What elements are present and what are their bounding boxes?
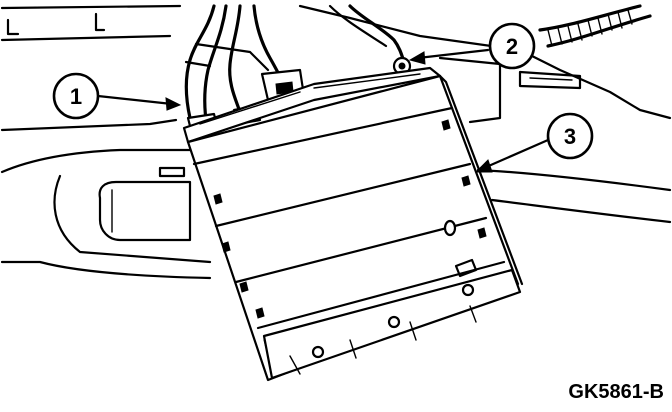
audio-unit	[182, 66, 524, 382]
antenna-cable	[328, 4, 412, 76]
callout-2-label: 2	[506, 34, 518, 59]
figure-id: GK5861-B	[568, 381, 664, 403]
callout-leaders	[96, 48, 550, 173]
callout-1-label: 1	[70, 84, 82, 109]
callout-1: 1	[52, 72, 100, 120]
callout-2: 2	[488, 22, 536, 70]
callout-3: 3	[546, 112, 594, 160]
ribbed-hose	[538, 4, 652, 48]
callout-3-label: 3	[564, 124, 576, 149]
dashboard-panel	[0, 4, 672, 280]
